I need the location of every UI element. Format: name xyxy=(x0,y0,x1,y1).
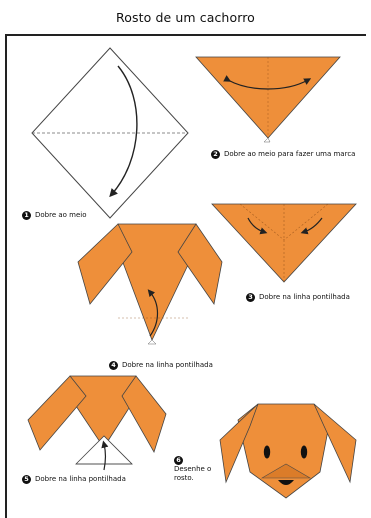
step4-label: 4 Dobre na linha pontilhada xyxy=(109,361,213,370)
dog-left-eye xyxy=(264,446,270,459)
step-text: Dobre na linha pontilhada xyxy=(35,475,126,484)
step-number-badge: 6 xyxy=(174,456,183,465)
step4-diagram xyxy=(78,224,222,344)
step-text: Dobre na linha pontilhada xyxy=(259,293,350,302)
dog-right-eye xyxy=(301,446,307,459)
step-number-badge: 5 xyxy=(22,475,31,484)
step-number-badge: 1 xyxy=(22,211,31,220)
step3-label: 3 Dobre na linha pontilhada xyxy=(246,293,350,302)
step-number-badge: 2 xyxy=(211,150,220,159)
step-number-badge: 4 xyxy=(109,361,118,370)
step5-label: 5 Dobre na linha pontilhada xyxy=(22,475,126,484)
step-text: Dobre na linha pontilhada xyxy=(122,361,213,370)
step-number-badge: 3 xyxy=(246,293,255,302)
step-text-line1: Desenhe o xyxy=(174,465,211,473)
step5-diagram xyxy=(28,376,166,470)
step-text: Dobre ao meio para fazer uma marca xyxy=(224,150,355,159)
step6-diagram xyxy=(220,404,356,498)
step2-label: 2 Dobre ao meio para fazer uma marca xyxy=(211,150,355,159)
step-text: Dobre ao meio xyxy=(35,211,87,220)
step6-label: 6 Desenhe o rosto. xyxy=(174,456,228,483)
step-text-line2: rosto. xyxy=(174,474,194,482)
step2-diagram xyxy=(196,57,340,142)
step1-diagram xyxy=(32,48,188,218)
step1-label: 1 Dobre ao meio xyxy=(22,211,87,220)
step3-diagram xyxy=(212,204,356,282)
